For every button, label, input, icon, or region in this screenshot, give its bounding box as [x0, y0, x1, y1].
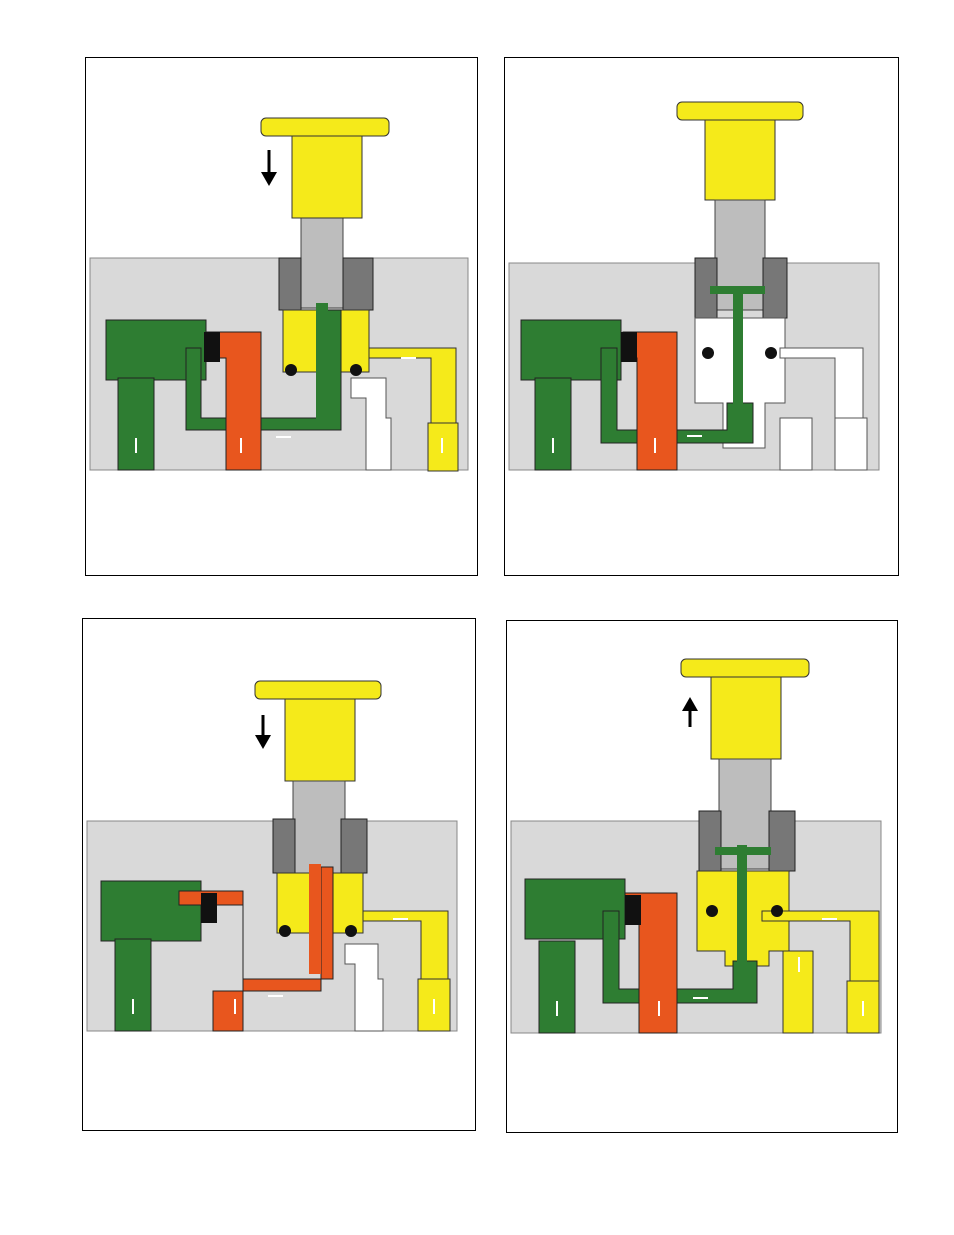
- knob-cap: [261, 118, 389, 136]
- knob-arrow-down-icon: [255, 715, 271, 749]
- oring-2: [345, 925, 357, 937]
- plunger-seal: [201, 893, 217, 923]
- supply-port: [118, 378, 154, 470]
- knob-cap: [677, 102, 803, 120]
- exhaust-port: [780, 418, 812, 470]
- knob-arrow-up-icon: [682, 697, 698, 727]
- seal-left: [279, 258, 301, 310]
- oring-2: [350, 364, 362, 376]
- knob-body: [292, 136, 362, 218]
- plunger-seal: [621, 332, 637, 362]
- stem-passage: [733, 286, 743, 406]
- valve-diagram-panel-1: [85, 57, 478, 576]
- supply-port: [539, 941, 575, 1033]
- oring-1: [279, 925, 291, 937]
- oring-2: [771, 905, 783, 917]
- seal-left: [699, 811, 721, 871]
- oring-1: [702, 347, 714, 359]
- knob-body: [705, 120, 775, 200]
- supply-port: [535, 378, 571, 470]
- valve-cutaway-diagram: [507, 621, 899, 1134]
- seal-right: [763, 258, 787, 318]
- plunger-seal: [625, 895, 641, 925]
- knob-body: [285, 699, 355, 781]
- knob-cap: [255, 681, 381, 699]
- seal-right: [769, 811, 795, 871]
- stem-crossbore: [715, 847, 771, 855]
- supply-chamber: [101, 881, 201, 941]
- valve-stem: [301, 218, 343, 308]
- valve-diagram-panel-3: [82, 618, 476, 1131]
- knob-body: [711, 677, 781, 759]
- knob-arrow-down-icon: [261, 150, 277, 186]
- stem-crossbore: [710, 286, 765, 294]
- plunger-seal: [204, 332, 220, 362]
- oring-1: [285, 364, 297, 376]
- valve-cutaway-diagram: [83, 619, 477, 1132]
- oring-2: [765, 347, 777, 359]
- seal-right: [343, 258, 373, 310]
- valve-diagram-panel-4: [506, 620, 898, 1133]
- valve-diagram-panel-2: [504, 57, 899, 576]
- seal-left: [273, 819, 295, 873]
- knob-cap: [681, 659, 809, 677]
- stem-passage: [316, 303, 328, 423]
- valve-stem: [293, 781, 345, 873]
- valve-cutaway-diagram: [505, 58, 900, 577]
- supply-port: [115, 939, 151, 1031]
- stem-passage: [309, 864, 321, 974]
- oring-1: [706, 905, 718, 917]
- control-port: [835, 418, 867, 470]
- seal-right: [341, 819, 367, 873]
- stem-passage: [737, 845, 747, 965]
- valve-cutaway-diagram: [86, 58, 479, 577]
